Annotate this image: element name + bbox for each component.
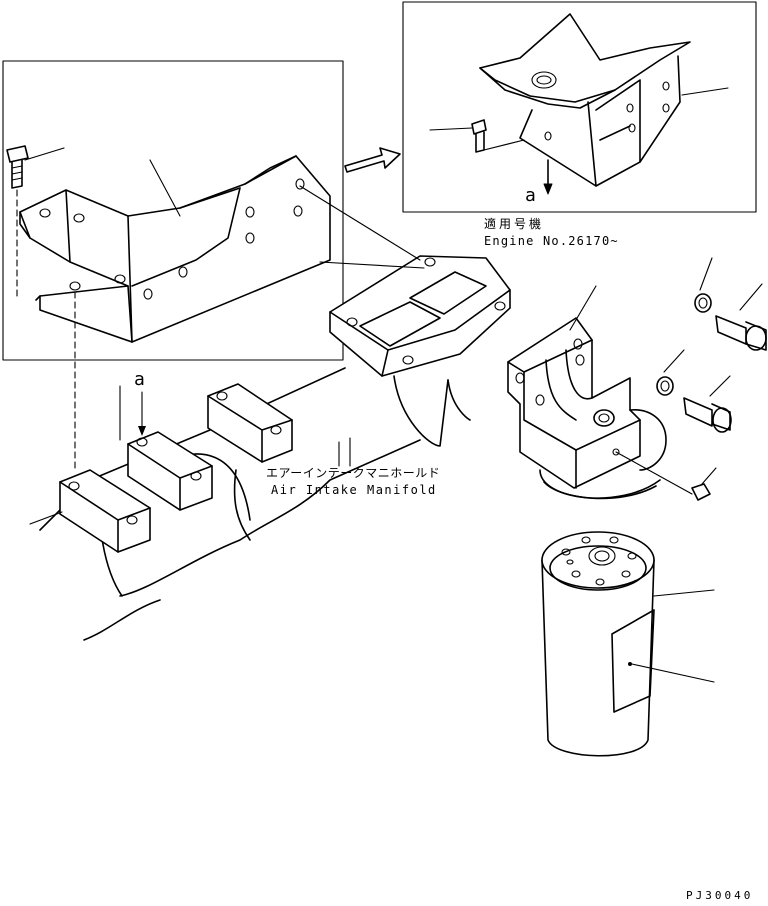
applicable-model-label: 適用号機 — [484, 217, 545, 231]
bracket-detail-left — [2, 60, 344, 471]
filter-head — [507, 285, 717, 501]
manifold-label-en: Air Intake Manifold — [271, 483, 437, 497]
manifold-label-jp: エアーインテークマニホールド — [266, 466, 441, 480]
air-intake-manifold — [29, 185, 511, 641]
washer-bolt-set — [656, 257, 767, 433]
view-mark-detail: a — [525, 185, 536, 206]
engine-number-label: Engine No.26170~ — [484, 234, 619, 248]
filter-cartridge — [541, 531, 715, 757]
arrow-to-detail — [344, 147, 401, 173]
bolt-left — [6, 145, 65, 299]
bracket-detail-upper — [402, 1, 757, 213]
view-mark-left: a — [134, 369, 145, 390]
figure-code: PJ30040 — [686, 889, 754, 902]
